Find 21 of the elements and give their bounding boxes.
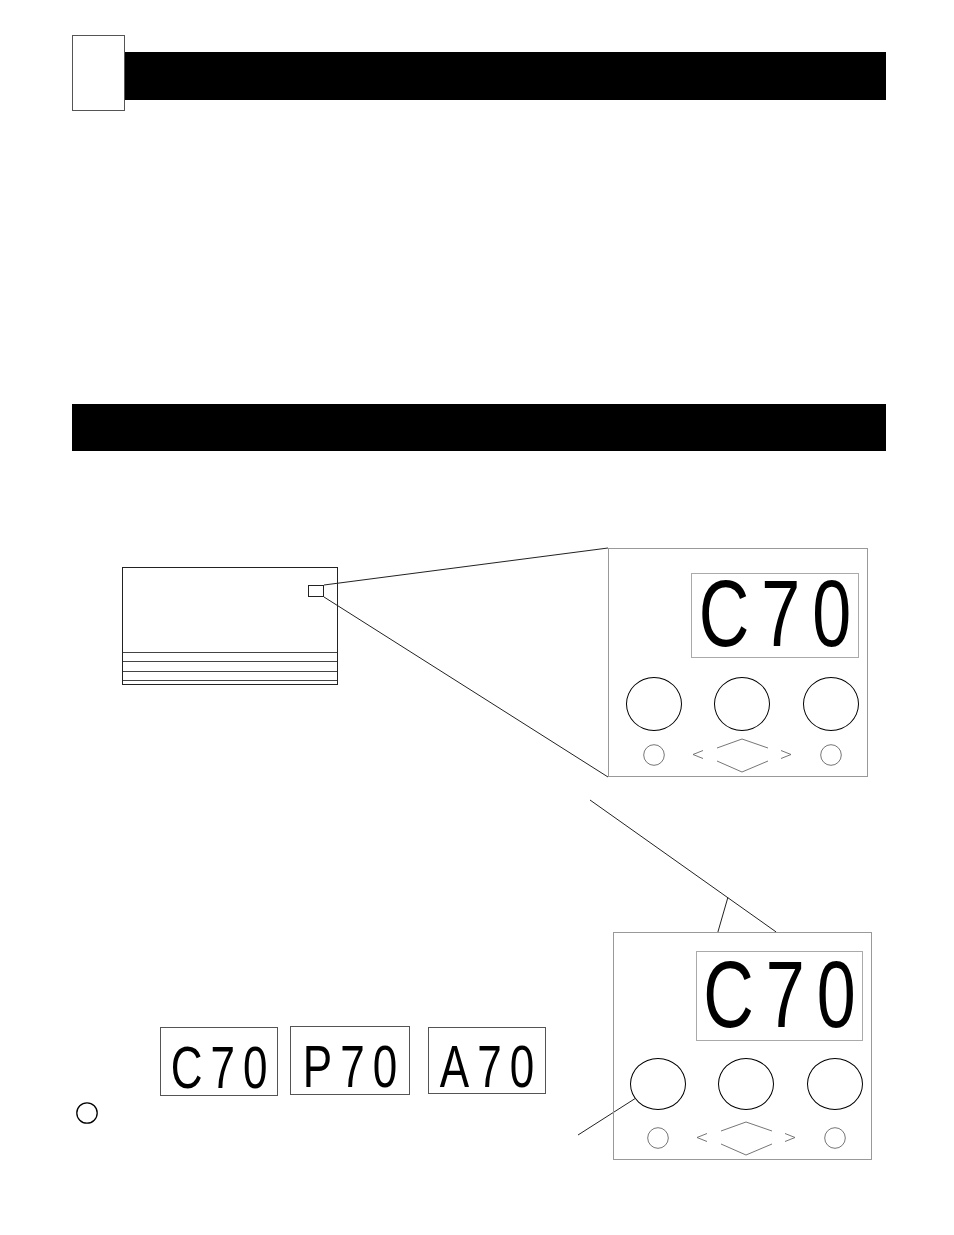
zoom-frame xyxy=(308,585,324,597)
zoom-line xyxy=(323,596,609,778)
leader-line xyxy=(589,799,777,933)
appliance-box xyxy=(122,567,338,685)
section-bar xyxy=(72,404,886,451)
display-readout: C70 xyxy=(169,1046,276,1090)
display-window xyxy=(160,1027,278,1096)
display-window xyxy=(696,951,863,1041)
tab-box xyxy=(72,35,125,111)
display-window xyxy=(290,1026,410,1095)
leader-line xyxy=(577,1098,636,1136)
display-window xyxy=(691,573,859,658)
display-readout: A70 xyxy=(438,1045,543,1089)
display-readout: P70 xyxy=(301,1045,406,1089)
zoom-line xyxy=(323,547,609,586)
display-readout: C70 xyxy=(702,961,868,1031)
control-panel xyxy=(613,932,872,1160)
display-readout: C70 xyxy=(697,579,864,650)
display-window xyxy=(428,1027,546,1094)
header-bar xyxy=(125,52,886,100)
control-panel xyxy=(608,548,868,777)
